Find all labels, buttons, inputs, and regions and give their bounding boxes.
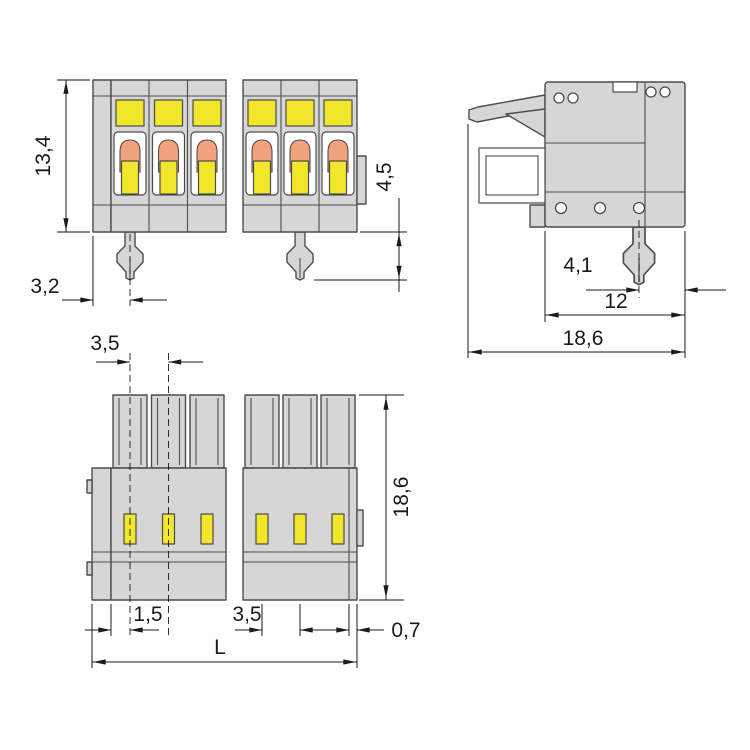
front-view (92, 79, 367, 281)
bottom-view-dimensions: 3,5 18,6 1,5 3,5 0,7 L (85, 332, 421, 668)
hole (567, 92, 579, 104)
pole-tower (282, 394, 318, 469)
pole-unit (151, 99, 186, 196)
bottom-step (529, 204, 546, 228)
hole (554, 201, 568, 215)
clamp-slot (331, 513, 345, 545)
top-notch (612, 81, 638, 93)
pole-divider (148, 80, 320, 232)
hole (632, 201, 646, 215)
dim-label-foot-to-rear: 4,1 (563, 254, 592, 277)
end-plate (92, 79, 112, 233)
socket-mouth (478, 147, 546, 204)
latch-support (505, 108, 546, 138)
pole-unit (113, 99, 147, 196)
end-plate (91, 467, 112, 601)
socket-inner (485, 155, 539, 196)
hole (645, 86, 657, 98)
pole-tower (320, 394, 356, 469)
dim-label-total-depth: 18,6 (563, 327, 604, 350)
clamp-slot (293, 513, 307, 545)
side-view-dimensions: 4,1 12 18,6 (467, 124, 726, 358)
pole-unit (321, 99, 355, 196)
dim-label-pitch-top: 3,5 (90, 332, 119, 355)
pole-tower (244, 394, 280, 469)
hole (553, 92, 565, 104)
dim-label-depth: 18,6 (390, 477, 413, 518)
clamp-slot (255, 513, 269, 545)
pole-unit (245, 99, 279, 196)
dim-label-pitch-bottom: 3,5 (232, 603, 261, 626)
snap-foot (286, 231, 314, 281)
hole (659, 86, 671, 98)
pole-tower (189, 394, 225, 469)
seam-line (93, 95, 357, 206)
pole-unit (190, 99, 224, 196)
clamp-slot (200, 513, 214, 545)
front-view-dimensions: 13,4 3,2 4,5 (30, 79, 407, 306)
dim-label-foot-protrusion: 4,5 (373, 162, 396, 191)
side-latch-tab (356, 155, 367, 205)
bottom-view (86, 394, 364, 601)
side-latch-tab (356, 509, 364, 547)
dim-label-edge-to-foot: 3,2 (30, 275, 59, 298)
dim-label-first-pole: 1,5 (133, 603, 162, 626)
hole (593, 201, 607, 215)
dim-label-height: 13,4 (32, 135, 55, 176)
seam-line (545, 82, 685, 227)
side-tab (86, 479, 93, 494)
pole-unit (283, 99, 317, 196)
seam-line (92, 468, 357, 600)
side-tab (86, 561, 93, 576)
dim-label-end-wall: 0,7 (391, 619, 420, 642)
side-view (468, 81, 686, 286)
dim-label-body-depth: 12 (604, 290, 627, 313)
dim-label-total-length: L (214, 636, 226, 659)
